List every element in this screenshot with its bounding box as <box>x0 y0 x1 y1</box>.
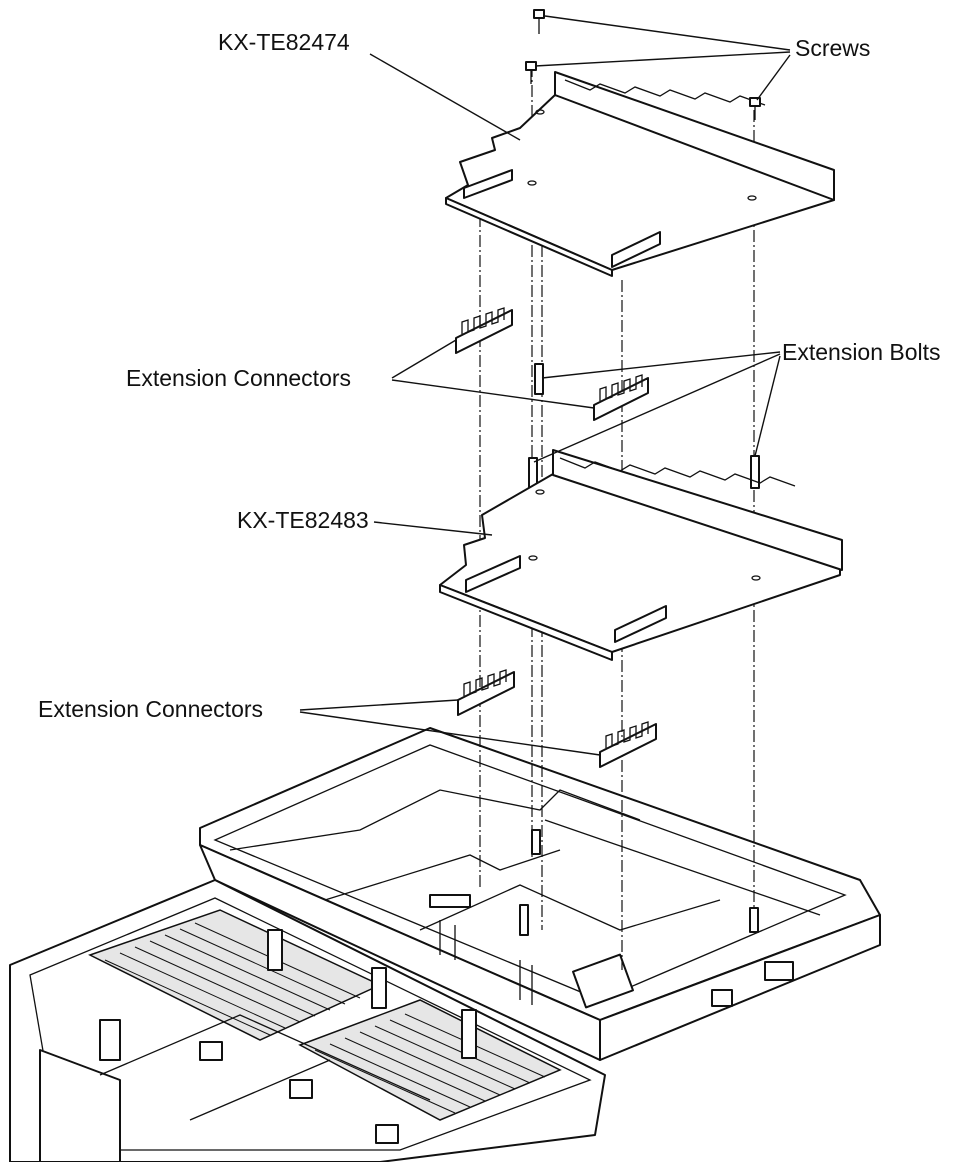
screw-2 <box>525 61 537 84</box>
callout-labels: KX-TE82474 Screws Extension Bolts Extens… <box>38 29 941 722</box>
extension-connector <box>599 721 657 768</box>
screw-1 <box>533 9 545 34</box>
extension-bolt <box>519 904 529 936</box>
leader-lines <box>299 15 791 756</box>
extension-connector <box>457 669 515 716</box>
upper-board-kx-te82474 <box>445 71 835 277</box>
screw-3 <box>749 97 761 120</box>
lower-extension-connectors <box>457 669 657 768</box>
label-screws: Screws <box>795 35 870 61</box>
extension-bolt <box>750 455 760 489</box>
label-extension-bolts: Extension Bolts <box>782 339 941 365</box>
label-extension-connectors-lower: Extension Connectors <box>38 696 263 722</box>
label-extension-connectors-upper: Extension Connectors <box>126 365 351 391</box>
label-kx-te82474: KX-TE82474 <box>218 29 350 55</box>
main-cabinet <box>199 727 881 1061</box>
front-cover <box>9 879 606 1162</box>
screws <box>525 9 761 120</box>
extension-bolt <box>531 829 541 855</box>
lower-board-kx-te82483 <box>439 449 843 661</box>
extension-bolt <box>749 907 759 933</box>
upper-extension-connectors <box>455 307 649 421</box>
label-kx-te82483: KX-TE82483 <box>237 507 369 533</box>
extension-bolts <box>519 363 760 936</box>
extension-connector <box>593 374 649 421</box>
extension-connector <box>455 307 513 354</box>
extension-bolt <box>534 363 544 395</box>
